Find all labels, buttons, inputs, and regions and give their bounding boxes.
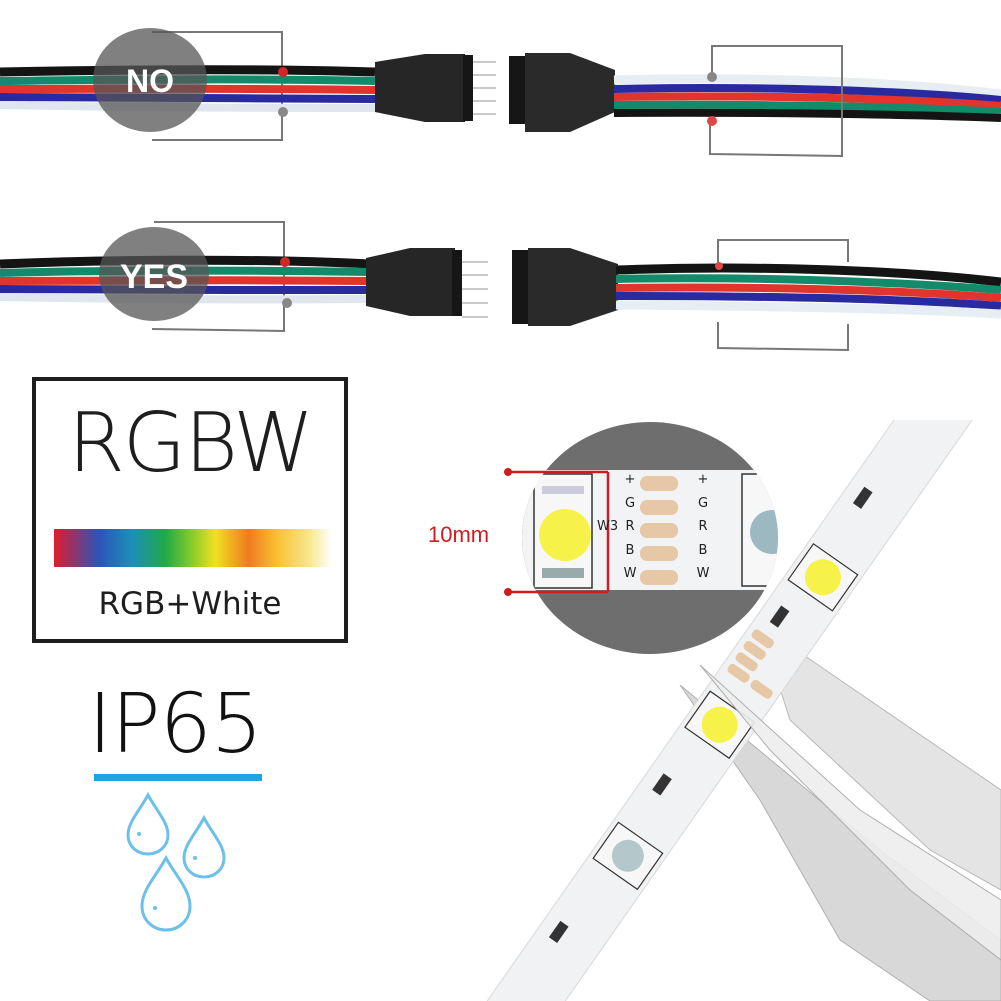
bracket-right-yes-bottom	[717, 322, 849, 352]
rgbw-badge: RGBW RGB+White	[32, 377, 348, 643]
wire-bundle-right-no	[613, 74, 1001, 122]
led-strip-with-scissors	[485, 420, 1001, 1001]
width-label: 10mm	[428, 522, 490, 547]
rgbw-subtitle: RGB+White	[98, 586, 282, 622]
bracket-right-yes-top	[717, 239, 849, 266]
connector-no-illustration: NO	[0, 28, 1001, 158]
ip-rating-title: IP65	[88, 677, 263, 772]
connector-yes-illustration: YES	[0, 221, 1001, 352]
no-badge-label: NO	[126, 63, 174, 99]
scissors-icon	[679, 623, 1001, 1001]
no-badge-circle	[93, 28, 207, 132]
marker-dot-gray	[278, 107, 288, 117]
yes-badge-circle	[99, 227, 209, 321]
female-connector-no	[509, 53, 615, 132]
bracket-right-no	[709, 45, 843, 158]
water-drops-icon	[126, 791, 226, 932]
marker-dot-red	[278, 67, 288, 77]
strip-magnifier	[504, 422, 778, 654]
bracket-left-yes	[151, 221, 285, 333]
wire-bundle-right-yes	[615, 263, 1001, 319]
female-connector-yes	[512, 248, 618, 326]
male-connector-no	[375, 54, 496, 122]
rgbw-title: RGBW	[67, 396, 314, 491]
led-label: W3	[597, 519, 619, 534]
male-connector-yes	[366, 248, 488, 318]
color-spectrum-bar	[54, 529, 332, 567]
ip-underline	[94, 774, 262, 781]
yes-badge-label: YES	[120, 258, 188, 296]
